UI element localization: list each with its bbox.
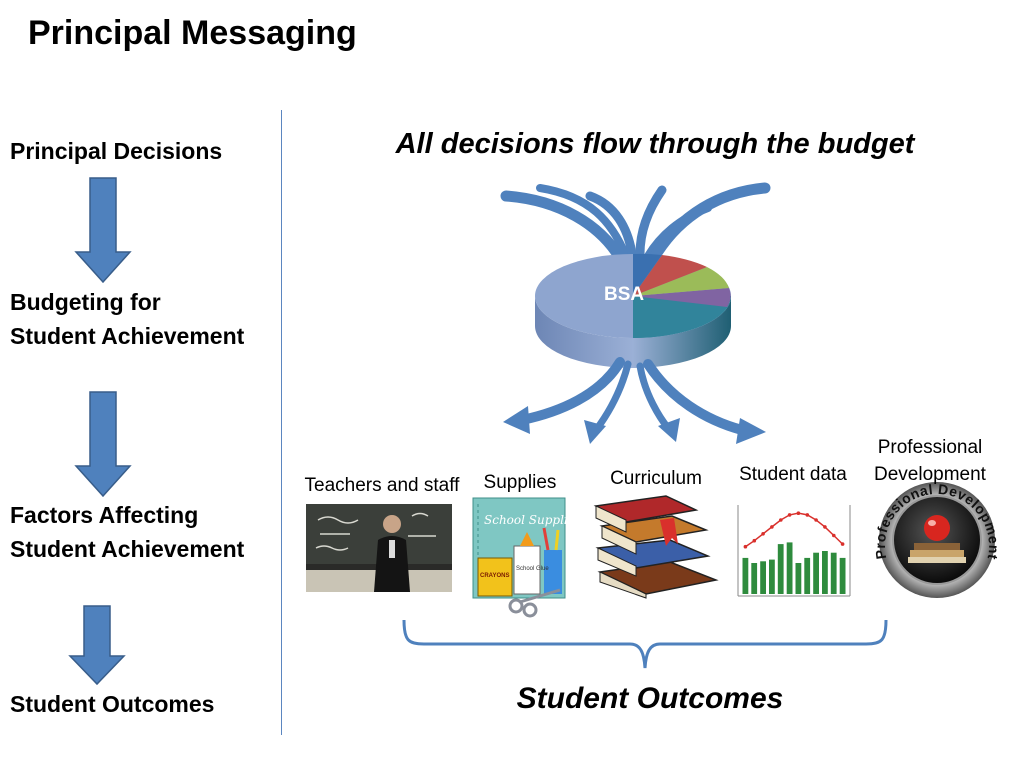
- student-data-point: [805, 513, 810, 517]
- student-data-bar: [751, 563, 758, 594]
- diagram-headline: All decisions flow through the budget: [395, 128, 915, 160]
- column-divider: [281, 110, 282, 735]
- flow-arrow-3: [68, 605, 126, 686]
- student-data-line: [744, 512, 844, 548]
- step-student-outcomes: Student Outcomes: [10, 691, 215, 717]
- student-data-point: [770, 525, 774, 529]
- student-data-bar: [795, 563, 802, 594]
- outgoing-arrows: [503, 357, 766, 444]
- step-budgeting: Budgeting for Student Achievement: [10, 289, 245, 349]
- school-supplies-icon: School Supplies CRAYONS School Glue: [472, 497, 581, 618]
- books-icon: [593, 495, 719, 599]
- student-data-point: [832, 533, 836, 538]
- student-data-point: [840, 542, 845, 546]
- student-data-bar: [760, 561, 766, 594]
- student-data-bar: [830, 552, 837, 594]
- student-data-bars: [742, 542, 846, 594]
- student-data-point: [787, 513, 792, 517]
- flow-arrow-1: [74, 177, 132, 284]
- student-data-point: [761, 532, 765, 536]
- student-data-bar: [804, 557, 811, 594]
- outcomes-brace: [402, 619, 888, 669]
- student-data-bar: [822, 551, 828, 594]
- glue-text: School Glue: [516, 566, 549, 572]
- factor-supplies-label: Supplies: [483, 472, 557, 493]
- page-title: Principal Messaging: [28, 14, 357, 52]
- student-data-chart-icon: [730, 498, 854, 602]
- student-data-bar: [786, 542, 793, 594]
- incoming-arrows: [500, 182, 771, 264]
- student-data-bar: [813, 552, 819, 594]
- professional-development-badge-icon: Professional Development: [872, 481, 1002, 598]
- student-data-bar: [769, 559, 775, 594]
- student-data-bar: [839, 557, 846, 594]
- student-data-point: [752, 538, 757, 543]
- step-factors: Factors Affecting Student Achievement: [10, 502, 245, 562]
- factor-teachers-label: Teachers and staff: [304, 475, 460, 496]
- student-data-point: [814, 518, 818, 522]
- crayons-text: CRAYONS: [480, 573, 509, 579]
- student-data-point: [796, 511, 801, 515]
- student-data-points: [743, 511, 845, 549]
- student-data-bar: [777, 544, 784, 594]
- budget-pie-chart: [535, 253, 731, 368]
- step-principal-decisions: Principal Decisions: [10, 138, 223, 164]
- factor-student-data-label: Student data: [739, 464, 847, 485]
- factor-professional-development-label: Professional Development: [874, 437, 986, 485]
- student-data-point: [823, 525, 827, 529]
- student-data-point: [779, 518, 783, 522]
- factor-curriculum-label: Curriculum: [610, 468, 702, 489]
- flow-arrow-2: [74, 391, 132, 498]
- student-data-point: [743, 544, 748, 549]
- student-data-bar: [742, 557, 749, 594]
- student-outcomes-summary: Student Outcomes: [516, 682, 784, 715]
- teachers-photo-icon: [306, 504, 452, 592]
- supplies-cover-text: School Supplies: [484, 513, 581, 527]
- pie-label: BSA: [604, 284, 645, 305]
